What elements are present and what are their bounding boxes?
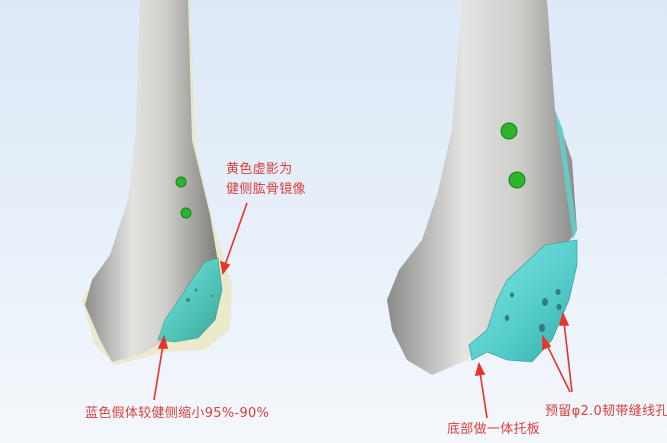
left-humerus-render xyxy=(82,0,248,401)
cyan-prosthesis xyxy=(468,239,578,363)
annotation-suture-holes: 预留φ2.0韧带缝线孔 xyxy=(545,404,667,419)
annotation-yellow-shadow-line1: 黄色虚影为 xyxy=(226,162,293,177)
humerus-bone xyxy=(85,0,218,362)
arrow-icon xyxy=(474,311,573,419)
screw-upper xyxy=(175,176,187,188)
annotation-yellow-shadow-line2: 健侧肱骨镜像 xyxy=(226,182,306,197)
annotation-blue-prosthesis: 蓝色假体较健侧缩小95%-90% xyxy=(85,406,270,421)
left-model-panel: 黄色虚影为 健侧肱骨镜像 蓝色假体较健侧缩小95%-90% xyxy=(0,0,333,443)
screw-upper xyxy=(500,122,518,140)
humerus-bone xyxy=(387,0,577,375)
suture-holes xyxy=(504,289,562,332)
arrow-icon xyxy=(153,202,248,401)
screw-lower xyxy=(508,171,526,189)
annotation-bottom-plate: 底部做一体托板 xyxy=(447,422,541,437)
right-model-panel: 底部做一体托板 预留φ2.0韧带缝线孔 xyxy=(337,0,667,443)
right-humerus-render xyxy=(387,0,578,419)
screw-lower xyxy=(180,207,192,219)
